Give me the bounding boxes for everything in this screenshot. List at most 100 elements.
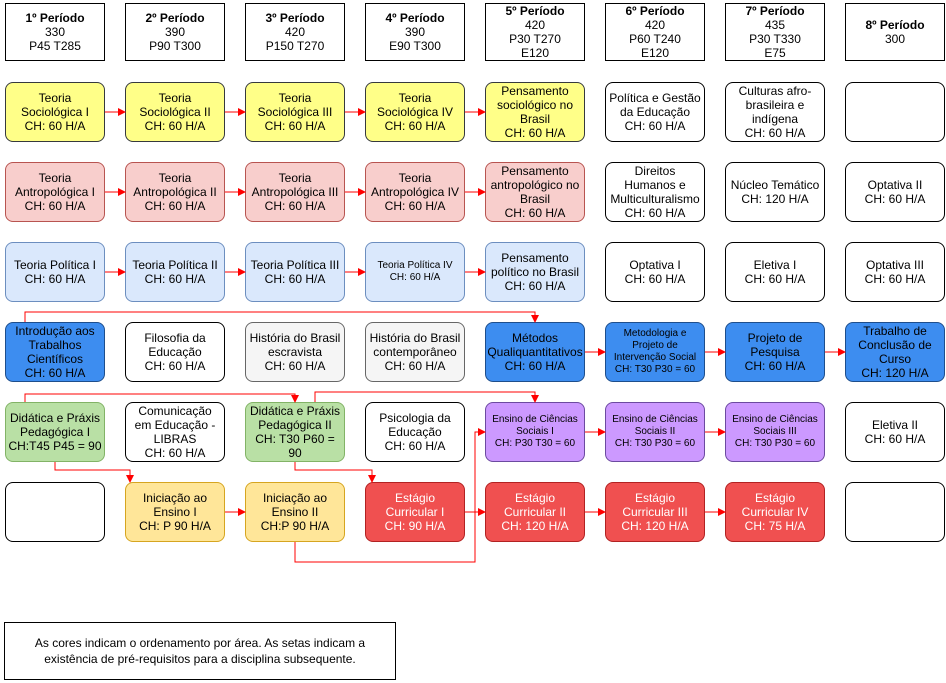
period-hours: 420 P30 T270 E120 <box>509 18 561 60</box>
course-label: Projeto de Pesquisa CH: 60 H/A <box>744 331 806 373</box>
course-label: Optativa III CH: 60 H/A <box>864 258 926 286</box>
course-label: Pensamento antropológico no Brasil CH: 6… <box>490 164 580 220</box>
course-box: Optativa I CH: 60 H/A <box>605 242 705 302</box>
empty-course-box <box>845 82 945 142</box>
course-box: Teoria Política II CH: 60 H/A <box>125 242 225 302</box>
course-box: Estágio Curricular I CH: 90 H/A <box>365 482 465 542</box>
course-box: Iniciação ao Ensino II CH:P 90 H/A <box>245 482 345 542</box>
course-box: Teoria Política III CH: 60 H/A <box>245 242 345 302</box>
course-label: Metodologia e Projeto de Intervenção Soc… <box>613 328 697 375</box>
course-box: Ensino de Ciências Sociais II CH: T30 P3… <box>605 402 705 462</box>
course-label: Optativa II CH: 60 H/A <box>864 178 926 206</box>
course-box: Eletiva II CH: 60 H/A <box>845 402 945 462</box>
course-label: Política e Gestão da Educação CH: 60 H/A <box>609 91 701 133</box>
course-box: Pensamento sociológico no Brasil CH: 60 … <box>485 82 585 142</box>
period-hours: 300 <box>884 32 906 46</box>
course-label: Teoria Antropológica I CH: 60 H/A <box>14 171 96 213</box>
course-box: Teoria Política IV CH: 60 H/A <box>365 242 465 302</box>
period-hours: 390 E90 T300 <box>389 25 441 53</box>
course-label: Eletiva I CH: 60 H/A <box>744 258 806 286</box>
course-box: Metodologia e Projeto de Intervenção Soc… <box>605 322 705 382</box>
arrow-didatica1-didatica2 <box>24 393 299 403</box>
period-title: 6º Período <box>625 4 685 18</box>
course-label: Pensamento sociológico no Brasil CH: 60 … <box>496 84 574 140</box>
course-label: Estágio Curricular I CH: 90 H/A <box>384 491 446 533</box>
period-title: 7º Período <box>745 4 805 18</box>
course-label: Estágio Curricular II CH: 120 H/A <box>501 491 569 533</box>
course-label: História do Brasil contemporâneo CH: 60 … <box>369 331 461 373</box>
course-box: História do Brasil contemporâneo CH: 60 … <box>365 322 465 382</box>
course-label: Teoria Política IV CH: 60 H/A <box>377 260 453 283</box>
period-hours: 330 P45 T285 <box>29 25 81 53</box>
course-label: Didática e Práxis Pedagógica I CH:T45 P4… <box>8 411 102 453</box>
course-box: Optativa II CH: 60 H/A <box>845 162 945 222</box>
course-box: Estágio Curricular II CH: 120 H/A <box>485 482 585 542</box>
course-label: Eletiva II CH: 60 H/A <box>864 418 926 446</box>
course-box: Projeto de Pesquisa CH: 60 H/A <box>725 322 825 382</box>
course-box: Estágio Curricular III CH: 120 H/A <box>605 482 705 542</box>
course-label: Estágio Curricular IV CH: 75 H/A <box>741 491 809 533</box>
period-title: 2º Período <box>145 11 205 25</box>
course-label: Didática e Práxis Pedagógica II CH: T30 … <box>249 404 341 460</box>
course-box: Teoria Sociológica I CH: 60 H/A <box>5 82 105 142</box>
period-title: 8º Período <box>865 18 925 32</box>
course-box: Métodos Qualiquantitativos CH: 60 H/A <box>485 322 585 382</box>
course-label: Filosofia da Educação CH: 60 H/A <box>144 331 206 373</box>
course-box: Ensino de Ciências Sociais I CH: P30 T30… <box>485 402 585 462</box>
course-label: Culturas afro- brasileira e indígena CH:… <box>738 84 812 140</box>
course-label: Teoria Sociológica II CH: 60 H/A <box>139 91 211 133</box>
period-title: 1º Período <box>25 11 85 25</box>
course-box: Direitos Humanos e Multiculturalismo CH:… <box>605 162 705 222</box>
course-label: Núcleo Temático CH: 120 H/A <box>730 178 820 206</box>
course-label: Pensamento político no Brasil CH: 60 H/A <box>490 251 580 293</box>
course-label: Teoria Política I CH: 60 H/A <box>13 258 97 286</box>
period-hours: 390 P90 T300 <box>149 25 201 53</box>
course-box: História do Brasil escravista CH: 60 H/A <box>245 322 345 382</box>
arrow-didatica2-estagio1 <box>294 462 376 483</box>
course-label: Teoria Antropológica III CH: 60 H/A <box>251 171 339 213</box>
legend-note-text: As cores indicam o ordenamento por área.… <box>34 636 366 666</box>
course-label: Teoria Política II CH: 60 H/A <box>132 258 218 286</box>
course-box: Estágio Curricular IV CH: 75 H/A <box>725 482 825 542</box>
course-label: Teoria Política III CH: 60 H/A <box>250 258 340 286</box>
course-box: Eletiva I CH: 60 H/A <box>725 242 825 302</box>
course-box: Teoria Antropológica IV CH: 60 H/A <box>365 162 465 222</box>
course-label: Ensino de Ciências Sociais I CH: P30 T30… <box>492 414 578 449</box>
course-box: Ensino de Ciências Sociais III CH: T30 P… <box>725 402 825 462</box>
course-box: Teoria Sociológica IV CH: 60 H/A <box>365 82 465 142</box>
course-box: Didática e Práxis Pedagógica II CH: T30 … <box>245 402 345 462</box>
arrow-intro-metodos <box>24 311 539 323</box>
legend-note: As cores indicam o ordenamento por área.… <box>4 622 396 680</box>
course-box: Teoria Antropológica II CH: 60 H/A <box>125 162 225 222</box>
course-label: Teoria Sociológica IV CH: 60 H/A <box>376 91 454 133</box>
course-box: Teoria Sociológica II CH: 60 H/A <box>125 82 225 142</box>
course-box: Iniciação ao Ensino I CH: P 90 H/A <box>125 482 225 542</box>
period-hours: 420 P150 T270 <box>265 25 325 53</box>
course-box: Núcleo Temático CH: 120 H/A <box>725 162 825 222</box>
empty-course-box <box>845 482 945 542</box>
course-label: Estágio Curricular III CH: 120 H/A <box>621 491 689 533</box>
course-box: Psicologia da Educação CH: 60 H/A <box>365 402 465 462</box>
course-label: Teoria Sociológica I CH: 60 H/A <box>20 91 90 133</box>
period-hours: 435 P30 T330 E75 <box>749 18 801 60</box>
course-label: Trabalho de Conclusão de Curso CH: 120 H… <box>858 324 932 380</box>
course-box: Teoria Antropológica I CH: 60 H/A <box>5 162 105 222</box>
empty-course-box <box>5 482 105 542</box>
period-title: 4º Período <box>385 11 445 25</box>
arrow-didatica2-ensino1 <box>314 391 539 403</box>
course-label: Introdução aos Trabalhos Científicos CH:… <box>15 324 95 380</box>
course-box: Teoria Política I CH: 60 H/A <box>5 242 105 302</box>
period-hours: 420 P60 T240 E120 <box>629 18 681 60</box>
course-label: Iniciação ao Ensino I CH: P 90 H/A <box>139 491 211 533</box>
course-box: Trabalho de Conclusão de Curso CH: 120 H… <box>845 322 945 382</box>
course-label: Teoria Antropológica II CH: 60 H/A <box>133 171 217 213</box>
course-label: História do Brasil escravista CH: 60 H/A <box>249 331 341 373</box>
